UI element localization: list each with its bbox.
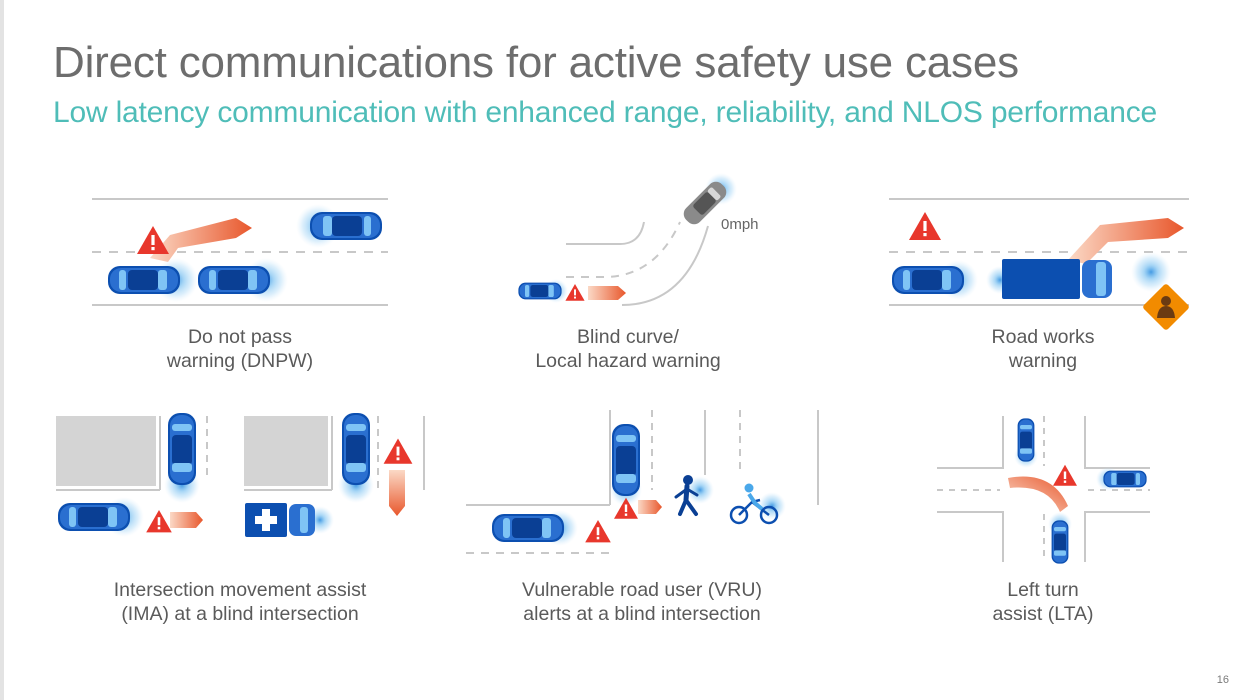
caption-line: Intersection movement assist: [113, 579, 367, 601]
car-icon: [168, 413, 196, 485]
car-icon: [1017, 418, 1035, 462]
car-icon: [58, 503, 130, 531]
scene-dnpw: [92, 198, 388, 306]
caption-ima: Intersection movement assist (IMA) at a …: [80, 578, 400, 626]
direction-arrow-icon: [389, 470, 405, 516]
caption-line: assist (LTA): [992, 603, 1094, 625]
caption-road-works: Road works warning: [923, 325, 1163, 373]
caption-line: Road works: [991, 326, 1095, 348]
scene-road-works: [889, 198, 1189, 330]
warning-triangle-icon: [137, 226, 169, 254]
caption-vru: Vulnerable road user (VRU) alerts at a b…: [482, 578, 802, 626]
car-icon: [612, 424, 640, 496]
direction-arrow-icon: [150, 218, 252, 262]
slide-edge: [0, 0, 4, 700]
caption-line: warning (DNPW): [166, 350, 314, 372]
pedestrian-icon: [674, 475, 699, 516]
car-icon: [518, 282, 562, 300]
car-icon: [892, 266, 964, 294]
caption-line: warning: [1008, 350, 1078, 372]
direction-arrow-icon: [170, 512, 203, 528]
truck-icon: [1002, 259, 1112, 299]
direction-arrow-icon: [638, 500, 662, 514]
caption-line: Vulnerable road user (VRU): [522, 579, 762, 601]
speed-label: 0mph: [721, 216, 759, 233]
scene-ima: [56, 413, 425, 537]
car-icon: [1051, 520, 1069, 564]
page-number: 16: [1216, 674, 1229, 686]
car-icon: [492, 514, 564, 542]
scene-vru: [466, 410, 819, 554]
caption-dnpw: Do not pass warning (DNPW): [120, 325, 360, 373]
car-icon: [310, 212, 382, 240]
direction-arrow-icon: [1008, 476, 1068, 512]
caption-line: (IMA) at a blind intersection: [121, 603, 359, 625]
page-subtitle: Low latency communication with enhanced …: [53, 96, 1158, 129]
caption-line: Do not pass: [187, 326, 293, 348]
scene-lta: [937, 416, 1150, 564]
direction-arrow-icon: [588, 286, 626, 300]
warning-triangle-icon: [1053, 464, 1077, 486]
direction-arrow-icon: [1068, 218, 1184, 264]
caption-blind-curve: Blind curve/ Local hazard warning: [508, 325, 748, 373]
ambulance-icon: [245, 503, 315, 537]
scene-blind-curve: 0mph: [518, 173, 759, 306]
car-icon: [198, 266, 270, 294]
car-icon: [1103, 470, 1147, 488]
warning-triangle-icon: [383, 438, 413, 464]
car-icon: [683, 181, 727, 225]
warning-triangle-icon: [565, 284, 585, 301]
caption-line: Left turn: [1007, 579, 1079, 601]
car-icon: [108, 266, 180, 294]
warning-triangle-icon: [585, 520, 611, 543]
caption-line: Local hazard warning: [535, 350, 721, 372]
cyclist-icon: [729, 483, 779, 525]
page-title: Direct communications for active safety …: [53, 38, 1019, 87]
warning-triangle-icon: [909, 212, 941, 240]
warning-triangle-icon: [146, 510, 172, 533]
caption-line: alerts at a blind intersection: [523, 603, 761, 625]
caption-line: Blind curve/: [577, 326, 679, 348]
caption-lta: Left turn assist (LTA): [923, 578, 1163, 626]
car-icon: [342, 413, 370, 485]
